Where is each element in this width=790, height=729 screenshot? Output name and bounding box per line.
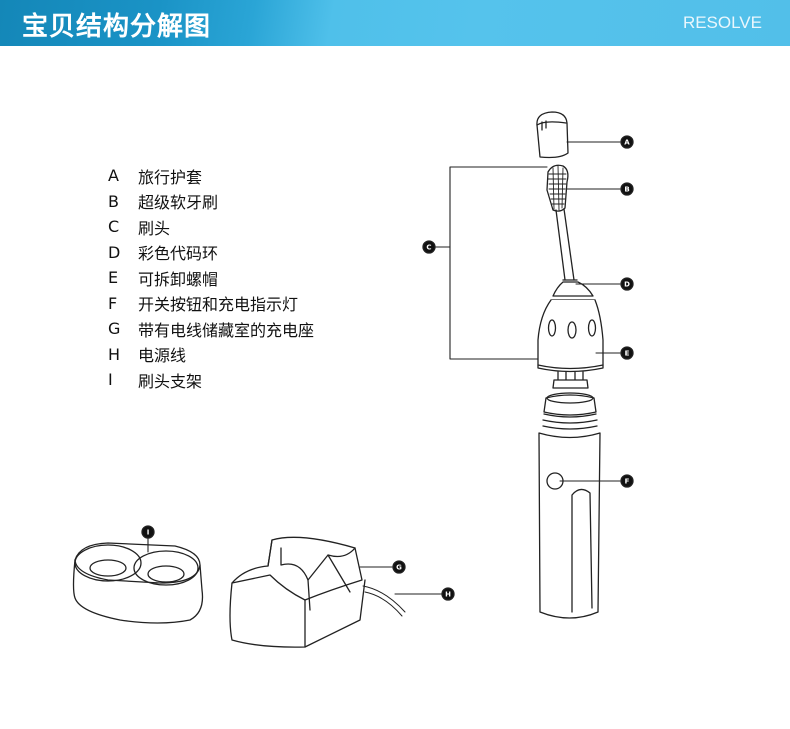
legend-label: 旅行护套 [138, 167, 203, 187]
legend-item: C 刷头 [108, 214, 314, 240]
legend-letter: H [108, 344, 121, 364]
svg-text:A: A [624, 139, 630, 147]
legend-letter: E [108, 268, 119, 288]
svg-text:E: E [625, 350, 630, 358]
svg-text:F: F [625, 478, 630, 486]
legend-label: 电源线 [138, 346, 187, 366]
callout-d: D [620, 277, 634, 291]
svg-text:B: B [624, 186, 629, 194]
parts-legend: A 旅行护套 B 超级软牙刷 C 刷头 D 彩色代码环 E 可拆卸螺帽 F 开关按钮和充电指… [108, 163, 314, 393]
legend-letter: A [108, 166, 119, 186]
legend-letter: G [108, 319, 121, 339]
legend-label: 彩色代码环 [138, 244, 219, 264]
callout-h: H [441, 587, 455, 601]
callout-i: I [141, 525, 155, 539]
callout-c: C [422, 240, 436, 254]
legend-item: B 超级软牙刷 [108, 189, 314, 215]
legend-letter: F [108, 293, 118, 313]
brush-head-illustration [537, 164, 604, 389]
svg-text:D: D [624, 281, 630, 289]
legend-item: E 可拆卸螺帽 [108, 265, 314, 291]
svg-text:G: G [396, 564, 402, 572]
brush-holder-illustration [72, 542, 204, 624]
legend-label: 超级软牙刷 [138, 193, 219, 213]
callout-badges: A B C D E F G H I [141, 135, 634, 601]
callout-g: G [392, 560, 406, 574]
page-header: 宝贝结构分解图 RESOLVE [0, 0, 790, 46]
legend-letter: D [108, 242, 121, 262]
travel-cap-illustration [536, 111, 569, 159]
legend-letter: C [108, 217, 120, 237]
legend-label: 可拆卸螺帽 [138, 269, 219, 289]
svg-text:C: C [426, 244, 431, 252]
legend-label: 刷头支架 [138, 371, 203, 391]
legend-item: A 旅行护套 [108, 163, 314, 189]
charger-illustration [229, 536, 406, 648]
callout-f: F [620, 474, 634, 488]
svg-text:H: H [445, 591, 451, 599]
svg-text:I: I [147, 529, 150, 537]
legend-item: D 彩色代码环 [108, 240, 314, 266]
legend-item: H 电源线 [108, 342, 314, 368]
callout-a: A [620, 135, 634, 149]
legend-label: 带有电线储藏室的充电座 [138, 320, 315, 340]
legend-item: G 带有电线储藏室的充电座 [108, 316, 314, 342]
page-title: 宝贝结构分解图 [22, 12, 212, 42]
legend-letter: B [108, 191, 119, 211]
legend-label: 开关按钮和充电指示灯 [138, 295, 299, 315]
leader-lines [147, 141, 621, 595]
legend-letter: I [108, 370, 113, 390]
legend-item: I 刷头支架 [108, 367, 314, 393]
callout-b: B [620, 182, 634, 196]
callout-e: E [620, 346, 634, 360]
legend-label: 刷头 [138, 218, 171, 238]
legend-item: F 开关按钮和充电指示灯 [108, 291, 314, 317]
handle-illustration [538, 392, 601, 619]
header-subtitle: RESOLVE [682, 13, 762, 32]
